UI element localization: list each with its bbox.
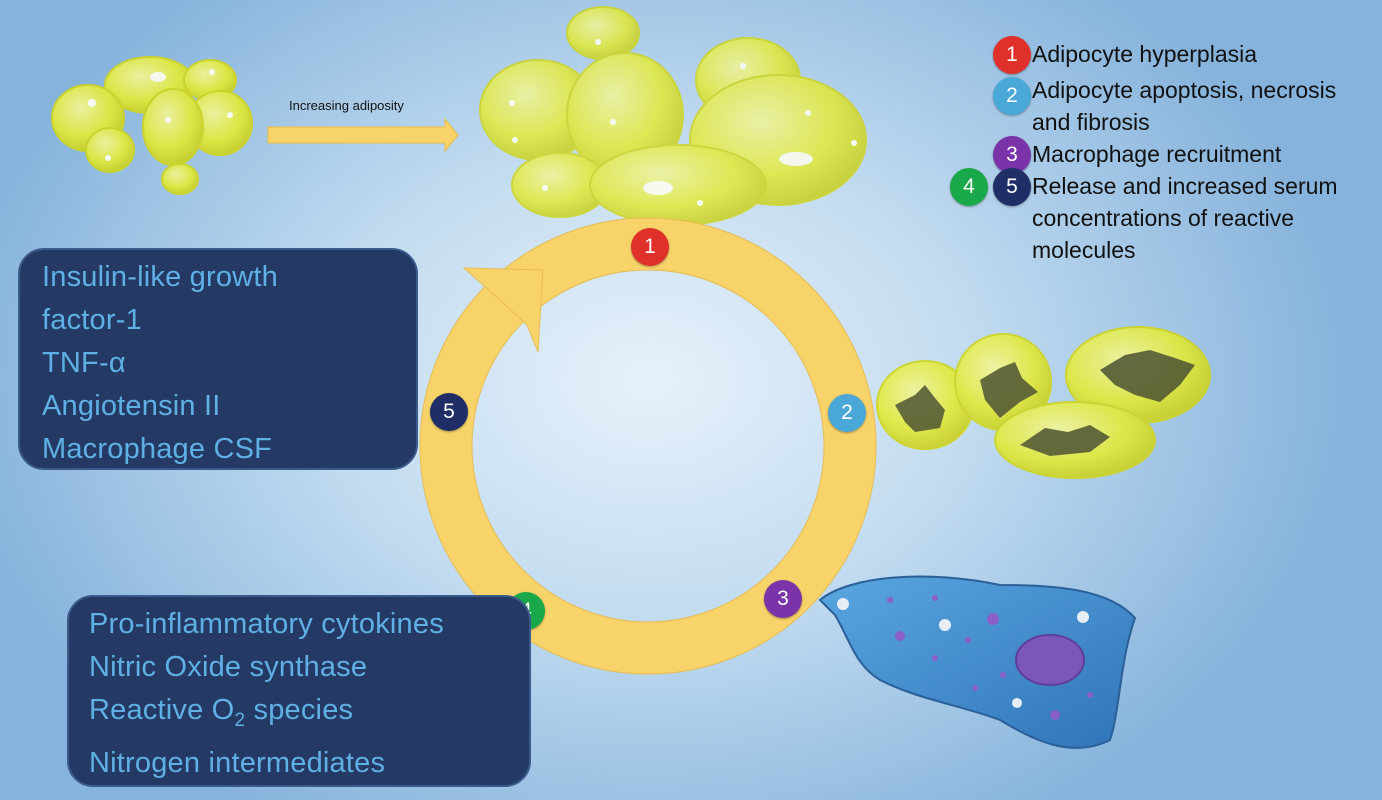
cycle-marker-1: 1: [631, 228, 669, 266]
box-line: Macrophage CSF: [42, 433, 273, 465]
cycle-marker-5: 5: [430, 393, 468, 431]
legend-text-line: concentrations of reactive: [1032, 205, 1295, 231]
legend-text-line: Adipocyte hyperplasia: [1032, 41, 1258, 67]
legend-text-4: Release and increased serum concentratio…: [1032, 170, 1338, 266]
legend-text-line: Adipocyte apoptosis, necrosis: [1032, 77, 1337, 103]
legend-text-1: Adipocyte hyperplasia: [1032, 38, 1257, 70]
necrotic-adipocytes: [876, 326, 1211, 479]
box-line: Reactive O2 species: [89, 689, 529, 742]
reactive-molecules-box: Pro-inflammatory cytokines Nitric Oxide …: [67, 595, 531, 787]
box-line: Nitrogen intermediates: [89, 746, 386, 779]
legend-marker-5: 5: [993, 168, 1031, 206]
legend-marker-1: 1: [993, 36, 1031, 74]
box-line: Insulin-like growth: [42, 261, 278, 293]
legend-marker-4: 4: [950, 168, 988, 206]
legend: 1 Adipocyte hyperplasia 2 Adipocyte apop…: [950, 36, 1380, 266]
adiposity-arrow: [267, 117, 459, 153]
legend-text-line: Macrophage recruitment: [1032, 141, 1282, 167]
box-line: Pro-inflammatory cytokines: [89, 608, 444, 640]
legend-text-line: and fibrosis: [1032, 109, 1150, 135]
cycle-marker-3: 3: [764, 580, 802, 618]
cycle-marker-2: 2: [828, 394, 866, 432]
legend-text-3: Macrophage recruitment: [1032, 138, 1281, 170]
legend-text-2: Adipocyte apoptosis, necrosis and fibros…: [1032, 74, 1336, 138]
legend-text-line: molecules: [1032, 237, 1136, 263]
legend-item-3: 3 Macrophage recruitment: [950, 136, 1380, 174]
small-adipocyte-cluster: [51, 56, 253, 195]
large-adipocyte-cluster: [479, 6, 867, 226]
arrow-label: Increasing adiposity: [289, 98, 404, 113]
box-line-part: species: [245, 694, 354, 726]
subscript-2: 2: [234, 709, 246, 731]
macrophage-cell: [818, 575, 1137, 749]
legend-item-1: 1 Adipocyte hyperplasia: [950, 36, 1380, 74]
legend-text-line: Release and increased serum: [1032, 173, 1338, 199]
box-line: Angiotensin II: [42, 390, 221, 422]
legend-marker-2: 2: [993, 77, 1031, 115]
box-line-part: Reactive O: [89, 694, 235, 726]
box-line: TNF-α: [42, 347, 126, 379]
legend-item-4: 4 5 Release and increased serum concentr…: [950, 168, 1380, 266]
legend-item-2: 2 Adipocyte apoptosis, necrosis and fibr…: [950, 74, 1380, 138]
box-line: factor-1: [42, 304, 142, 336]
box-line: Nitric Oxide synthase: [89, 651, 368, 683]
legend-marker-3: 3: [993, 136, 1031, 174]
cycle-arrowhead: [462, 267, 544, 353]
growth-factor-box: Insulin-like growth factor-1 TNF-α Angio…: [18, 248, 418, 470]
